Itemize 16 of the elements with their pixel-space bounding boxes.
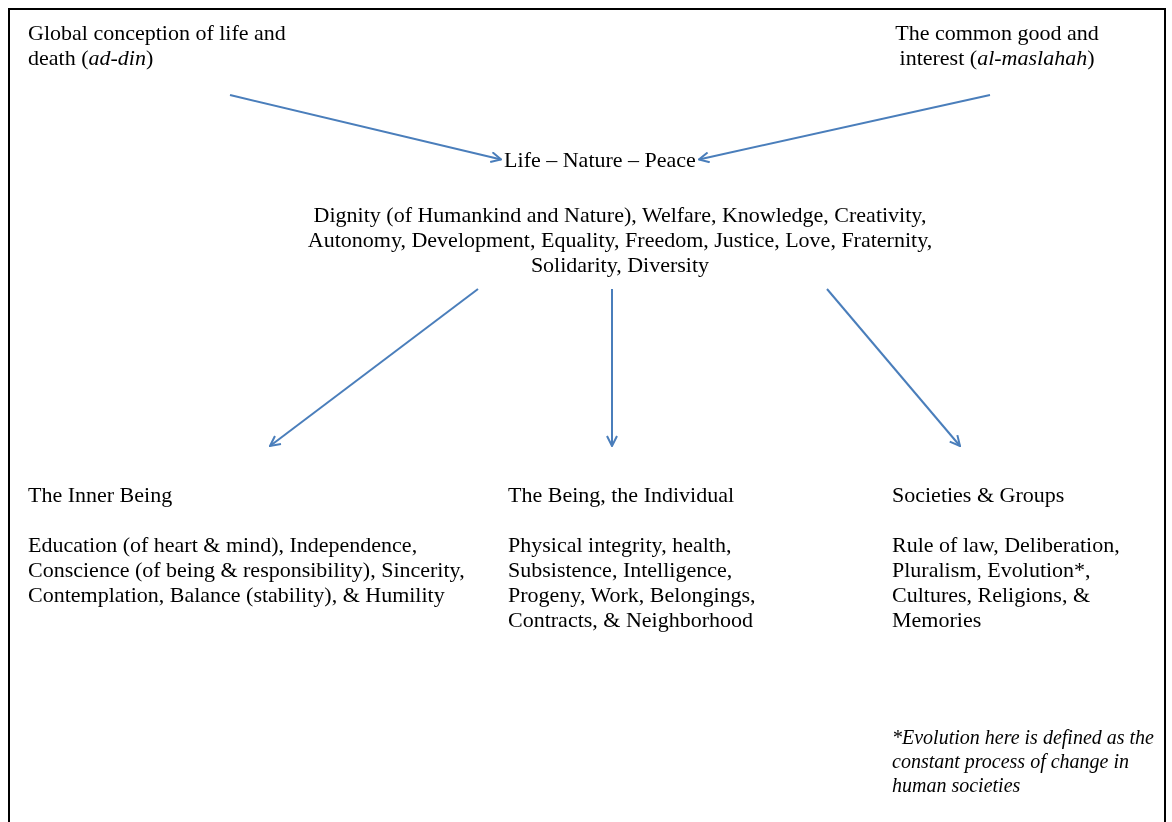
theme-text: Life – Nature – Peace [503, 147, 697, 172]
category-heading: The Being, the Individual [508, 482, 736, 507]
category-list: Education (of heart & mind), Independence, Conscience (of being & responsibility), Sincerity, Contemplation, Balance (stability), & Humility [28, 532, 468, 607]
category-list: Physical integrity, health, Subsistence, Intelligence, Progeny, Work, Belongings, Contracts, & Neighborhood [508, 532, 808, 632]
category-heading: Societies & Groups [892, 482, 1066, 507]
arrow [697, 94, 991, 164]
arrow [269, 288, 479, 447]
concept-text: The common good and interest (al-maslahah) [894, 20, 1100, 70]
values-text: Dignity (of Humankind and Nature), Welfare, Knowledge, Creativity, Autonomy, Development, Equality, Freedom, Justice, Love, Fraternity, Solidarity, Diversity [306, 202, 934, 277]
arrow [229, 94, 503, 164]
category-list: Rule of law, Deliberation, Pluralism, Evolution*, Cultures, Religions, & Memories [892, 532, 1162, 632]
arrow [826, 288, 961, 447]
category-heading: The Inner Being [28, 482, 174, 507]
footnote: *Evolution here is defined as the constant process of change in human societies [892, 725, 1155, 797]
arrow [606, 288, 618, 447]
concept-text: Global conception of life and death (ad-din) [28, 20, 287, 70]
